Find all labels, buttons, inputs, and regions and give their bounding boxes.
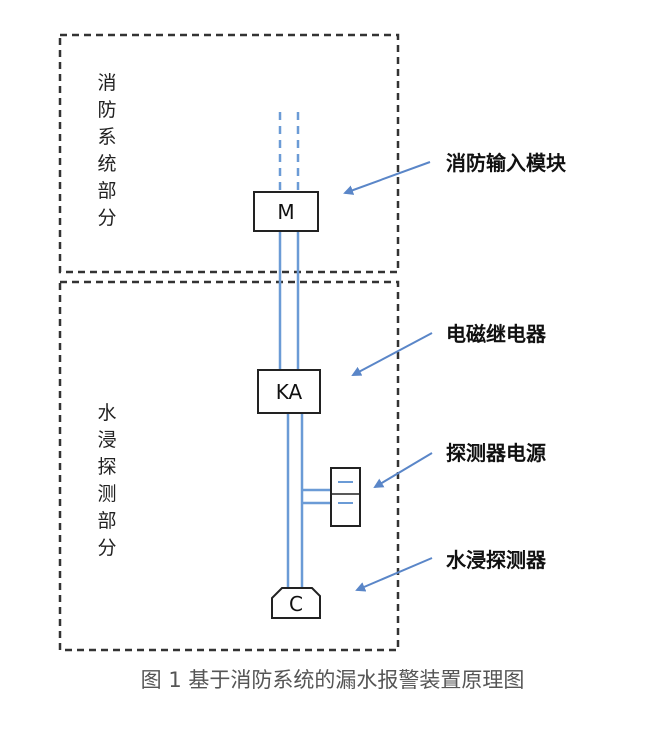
figure-caption: 图 1 基于消防系统的漏水报警装置原理图: [140, 668, 525, 692]
water-detection-region-label: 水浸探测部分: [97, 402, 117, 559]
water-detector-box: [271, 587, 321, 619]
callout-water-detector: 水浸探测器: [446, 548, 546, 572]
fire-input-module-box: [253, 191, 319, 232]
relay-label: KA: [276, 380, 303, 404]
fire-input-module-label: M: [277, 200, 294, 224]
fire-system-region-label: 消防系统部分: [97, 72, 117, 229]
water-detector-label: C: [289, 592, 303, 616]
callout-relay: 电磁继电器: [446, 322, 546, 346]
arrow-fire-input-module: [343, 161, 431, 195]
arrow-detector-power: [373, 452, 433, 489]
detector-power-box: [330, 467, 361, 527]
callout-detector-power: 探测器电源: [446, 441, 546, 465]
fire-system-region: [58, 33, 400, 274]
callout-fire-input-module: 消防输入模块: [446, 151, 566, 175]
arrow-relay: [351, 332, 433, 376]
water-detection-region: [58, 280, 400, 652]
arrow-water-detector: [355, 557, 433, 592]
relay-box: [257, 369, 321, 414]
